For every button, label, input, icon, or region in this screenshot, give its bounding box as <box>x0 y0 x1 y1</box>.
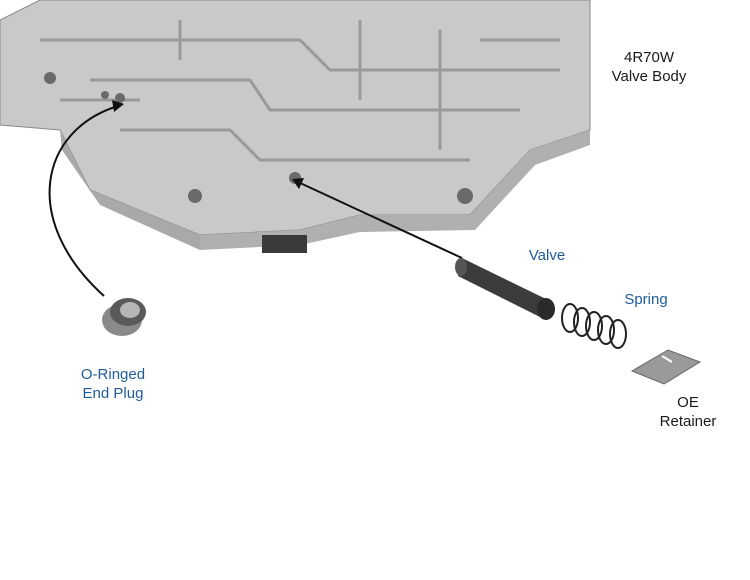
valve-body-image <box>0 0 591 253</box>
retainer-label-line1: OE <box>677 394 699 411</box>
valve-body-label-line1: 4R70W <box>623 49 675 66</box>
valve-body-label-line2: Valve Body <box>611 68 687 85</box>
valve-body-label: 4R70W Valve Body <box>604 48 694 86</box>
spring-image <box>561 303 627 349</box>
arrow-valve <box>292 178 463 259</box>
valve-image <box>455 258 555 320</box>
valve-label: Valve <box>528 247 566 264</box>
spring-label: Spring <box>624 291 668 308</box>
retainer-label: OE Retainer <box>652 393 724 431</box>
retainer-label-line2: Retainer <box>659 413 717 430</box>
end-plug-label: O-Ringed End Plug <box>70 365 156 403</box>
end-plug-label-line2: End Plug <box>82 385 144 402</box>
end-plug-image <box>102 298 146 336</box>
arrow-end-plug <box>48 100 124 297</box>
end-plug-label-line1: O-Ringed <box>80 366 146 383</box>
retainer-image <box>630 349 702 385</box>
